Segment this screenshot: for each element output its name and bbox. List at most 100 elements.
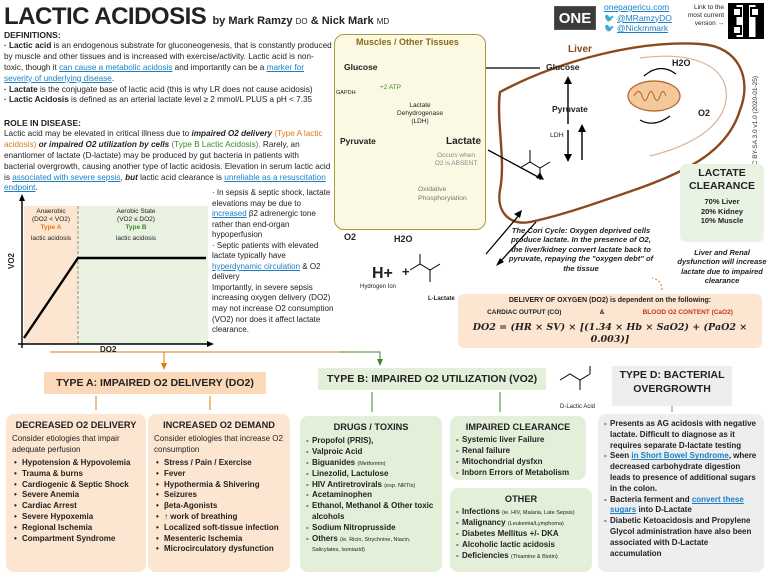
twitter-link-2[interactable]: @Nickmmark	[616, 23, 669, 34]
muscle-glucose: Glucose	[344, 62, 378, 72]
list-item: Trauma & burns	[12, 469, 140, 480]
liver-ldh: LDH	[550, 132, 564, 139]
muscle-o2: O2	[344, 232, 357, 242]
liver-title: Liver	[568, 44, 592, 55]
l-lactate-molecule-icon	[409, 254, 441, 282]
list-item: Bacteria ferment and convert these sugar…	[604, 495, 758, 517]
clearance-title-1: LACTATE	[698, 167, 746, 179]
type-d-box: Presents as AG acidosis with negative la…	[598, 414, 764, 572]
muscle-pyruvate: Pyruvate	[340, 136, 376, 146]
increased-demand-box: INCREASED O2 DEMAND Consider etiologies …	[148, 414, 290, 572]
do2-amp: &	[599, 308, 605, 316]
definition-lactate: · Lactate is the conjugate base of lacti…	[4, 84, 313, 94]
impaired-clearance-title: IMPAIRED CLEARANCE	[465, 422, 571, 432]
list-item: Valproic Acid	[306, 447, 436, 458]
definition-lactic-acidosis: · Lactic Acidosis is defined as an arter…	[4, 95, 313, 105]
do2-equation: DO2 = (HR × SV) × [(1.34 × Hb × SaO2) + …	[472, 321, 748, 345]
short-bowel-link[interactable]: in Short Bowel Syndrome	[631, 451, 729, 461]
list-item: Seen in Short Bowel Syndrome, where decr…	[604, 451, 758, 494]
list-item: HIV Antiretrovirals (esp. NRTIs)	[306, 480, 436, 491]
do2-components: CARDIAC OUTPUT (CO) & BLOOD O2 CONTENT (…	[458, 309, 762, 317]
graph-xlabel: DO2	[100, 345, 117, 354]
severity-marker-link[interactable]: marker for severity of underlying diseas…	[4, 62, 304, 83]
other-list: Infections (ie. HIV, Malaria, Late Sepsi…	[456, 507, 586, 561]
by-label: by	[212, 15, 226, 27]
decreased-delivery-box: DECREASED O2 DELIVERY Consider etiologie…	[6, 414, 146, 572]
decreased-delivery-intro: Consider etiologies that impair adequate…	[12, 434, 120, 455]
sepsis-note-2: · Septic patients with elevated lactate …	[212, 240, 321, 282]
qr-code-icon[interactable]	[728, 3, 764, 39]
increased-demand-title: INCREASED O2 DEMAND	[163, 420, 275, 430]
d-lactic-acid-label: D-Lactic Acid	[560, 404, 596, 410]
list-item: βeta-Agonists	[154, 501, 284, 512]
list-item: Propofol (PRIS),	[306, 436, 436, 447]
d-lactic-acid-molecule-icon	[559, 366, 591, 390]
list-item: Severe Hypoxemia	[12, 512, 140, 523]
author-1-credential: DO	[295, 17, 308, 26]
convert-sugars-link[interactable]: convert these sugars	[610, 494, 744, 515]
list-item: Microcirculatory dysfunction	[154, 544, 284, 555]
author-2-credential: MD	[376, 17, 390, 26]
hydrogen-ion: H+	[372, 265, 393, 282]
severe-sepsis-link[interactable]: associated with severe sepsis	[12, 172, 121, 182]
list-item: Mesenteric Ischemia	[154, 534, 284, 545]
liver-arrows	[564, 76, 586, 162]
oxphos-label: Oxidative Phosphorylation	[418, 186, 467, 202]
decreased-delivery-list: Hypotension & Hypovolemia Trauma & burns…	[12, 458, 140, 544]
hyperdynamic-link[interactable]: hyperdynamic circulation	[212, 261, 301, 271]
list-item: Hypotension & Hypovolemia	[12, 458, 140, 469]
site-link[interactable]: onepagericu.com	[604, 2, 670, 12]
drugs-toxins-box: DRUGS / TOXINS Propofol (PRIS), Valproic…	[300, 416, 442, 572]
list-item: Ethanol, Methanol & Other toxic alcohols	[306, 501, 436, 523]
role-text: Lactic acid may be elevated in critical …	[4, 129, 331, 193]
twitter-icon: 🐦	[604, 23, 615, 34]
title-text: LACTIC ACIDOSIS	[4, 3, 207, 30]
liver-pyruvate: Pyruvate	[552, 104, 588, 114]
aerobic-label: Aerobic State (VO2 ≤ DO2) Type B lactic …	[115, 208, 157, 243]
clearance-kidney: 20% Kidney	[700, 206, 744, 216]
list-item: Presents as AG acidosis with negative la…	[604, 419, 758, 451]
gapdh-label: GAPDH	[336, 90, 356, 96]
drugs-toxins-list: Propofol (PRIS), Valproic Acid Biguanide…	[306, 436, 436, 555]
cori-cycle-note: The Cori Cycle: Oxygen deprived cells pr…	[508, 226, 654, 273]
muscle-h2o: H2O	[394, 234, 413, 244]
o2-absent-note: Occurs when O2 is ABSENT	[434, 152, 478, 167]
author-1: Mark Ramzy	[228, 15, 293, 27]
role-section: ROLE IN DISEASE: Lactic acid may be elev…	[4, 118, 332, 194]
list-item: Renal failure	[456, 446, 580, 457]
list-item: Localized soft-tissue infection	[154, 523, 284, 534]
cardiac-output-label: CARDIAC OUTPUT (CO)	[487, 308, 562, 316]
decreased-delivery-title: DECREASED O2 DELIVERY	[15, 420, 137, 430]
definitions-heading: DEFINITIONS:	[4, 30, 61, 40]
list-item: Stress / Pain / Exercise	[154, 458, 284, 469]
list-item: Diabetes Mellitus +/- DKA	[456, 529, 586, 540]
twitter-link-1[interactable]: @MRamzyDO	[616, 12, 672, 23]
increased-demand-intro: Consider etiologies that increase O2 con…	[154, 434, 283, 455]
social-links: onepagericu.com 🐦 @MRamzyDO 🐦 @Nickmmark	[604, 2, 672, 34]
type-connectors	[50, 351, 340, 370]
muscle-panel-title: Muscles / Other Tissues	[356, 37, 459, 47]
sepsis-note-1: · In sepsis & septic shock, lactate elev…	[212, 188, 331, 240]
metabolic-acidosis-link[interactable]: can cause a metabolic acidosis	[59, 62, 173, 72]
definition-lactic-acid: · Lactic acid is an endogenous substrate…	[4, 41, 332, 83]
clearance-liver: 70% Liver	[704, 197, 740, 207]
onepager-logo[interactable]: ONE	[554, 6, 596, 30]
lactate-clearance-box: LACTATE CLEARANCE 70% Liver 20% Kidney 1…	[680, 164, 764, 242]
increased-demand-list: Stress / Pain / Exercise Fever Hypotherm…	[154, 458, 284, 555]
list-item: Linezolid, Lactulose	[306, 469, 436, 480]
author-amp: &	[310, 15, 319, 27]
list-item: Compartment Syndrome	[12, 534, 140, 545]
resuscitation-endpoint-link[interactable]: unreliable as a resuscitation endpoint	[4, 172, 326, 193]
increased-link[interactable]: increased	[212, 209, 247, 219]
muscle-lactate: Lactate	[446, 136, 482, 147]
type-b-header: TYPE B: IMPAIRED O2 UTILIZATION (VO2)	[318, 368, 546, 390]
liver-icon	[497, 42, 746, 224]
list-item: Cardiac Arrest	[12, 501, 140, 512]
list-item: Hypothermia & Shivering	[154, 480, 284, 491]
vo2-do2-graph	[18, 194, 214, 348]
type-d-header: TYPE D: BACTERIAL OVERGROWTH	[612, 366, 732, 406]
type-a-header: TYPE A: IMPAIRED O2 DELIVERY (DO2)	[44, 372, 266, 394]
latest-version-note: Link to the most current version →	[687, 4, 724, 27]
list-item: Cardiogenic & Septic Shock	[12, 480, 140, 491]
list-item: Severe Anemia	[12, 490, 140, 501]
